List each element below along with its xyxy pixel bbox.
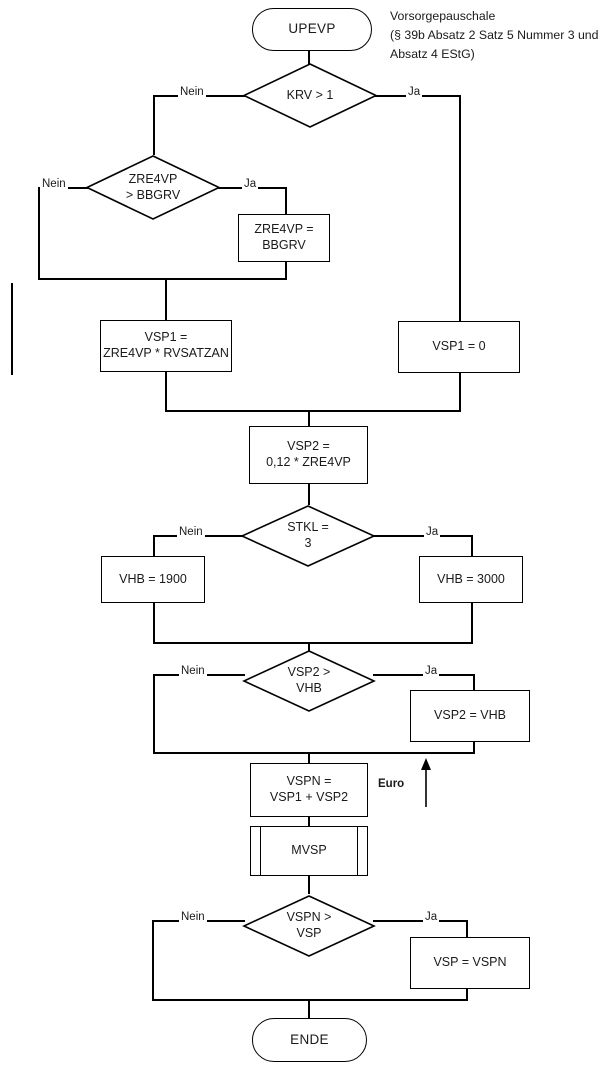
edge-label-stkl-no: Nein xyxy=(177,526,205,539)
node-process-vsp2-assign-label: VSP2 = VHB xyxy=(434,708,506,723)
edge-vhb-1900-down xyxy=(153,603,155,643)
node-decision-zre4vp-gt-bbgrv: ZRE4VP > BBGRV xyxy=(85,155,221,220)
node-process-vsp2-assign: VSP2 = VHB xyxy=(410,690,530,742)
node-process-vhb-3000-label: VHB = 3000 xyxy=(437,571,505,586)
edge-label-stkl-yes: Ja xyxy=(424,526,441,539)
edge-vhb-yes-v xyxy=(473,674,475,692)
node-process-vspn-calc-label: VSPN = VSP1 + VSP2 xyxy=(269,774,349,804)
node-decision-krv: KRV > 1 xyxy=(242,63,378,128)
diamond-shape-vspn-vsp xyxy=(242,895,376,957)
node-decision-vspn-gt-vsp: VSPN > VSP xyxy=(242,895,376,957)
edge-bbgrv-no-v xyxy=(38,187,40,279)
edge-zre4vp-assign-down xyxy=(285,262,287,279)
node-process-vspn-calc: VSPN = VSP1 + VSP2 xyxy=(250,763,368,817)
node-process-vhb-1900: VHB = 1900 xyxy=(101,556,205,603)
edge-merge-to-vspn xyxy=(308,752,310,764)
edge-krv-no-v xyxy=(153,95,155,155)
node-decision-krv-label: KRV > 1 xyxy=(286,87,334,102)
diamond-shape-vsp2-vhb xyxy=(242,650,376,712)
edge-vspn-no-v xyxy=(152,920,154,1000)
node-process-vsp1-calc-label: VSP1 = ZRE4VP * RVSATZAN xyxy=(103,330,229,360)
edge-merge-vsp2cmp-bar xyxy=(153,752,475,754)
node-end-ende-label: ENDE xyxy=(290,1031,329,1047)
node-process-zre4vp-assign: ZRE4VP = BBGRV xyxy=(238,214,330,262)
edge-vspn-to-mvsp xyxy=(308,817,310,826)
edge-merge-vhb-bar xyxy=(153,642,473,644)
edge-vsp2-assign-down xyxy=(473,742,475,754)
node-start-upevp: UPEVP xyxy=(252,8,372,51)
node-process-vsp1-zero-label: VSP1 = 0 xyxy=(432,339,486,354)
edge-vsp1-calc-down xyxy=(165,372,167,411)
edge-stkl-no-v xyxy=(153,535,155,556)
edge-merge-final-bar xyxy=(152,999,468,1001)
edge-label-vspn-no: Nein xyxy=(179,911,207,924)
node-process-vhb-3000: VHB = 3000 xyxy=(419,556,523,603)
left-margin-rule xyxy=(11,283,13,375)
edge-label-bbgrv-no: Nein xyxy=(40,178,68,191)
edge-vsp2-to-stkl xyxy=(308,484,310,505)
edge-merge-to-vsp1 xyxy=(165,278,167,320)
euro-up-arrow-icon xyxy=(419,757,433,807)
edge-krv-yes-v xyxy=(459,95,461,321)
node-process-vsp-assign-label: VSP = VSPN xyxy=(433,955,507,970)
diamond-shape-zre4vp xyxy=(85,155,221,220)
edge-merge-vsp1-bar xyxy=(165,410,461,412)
edge-mvsp-to-vspncmp xyxy=(308,876,310,894)
node-predefined-mvsp-label: MVSP xyxy=(291,843,327,858)
node-process-vsp2-calc: VSP2 = 0,12 * ZRE4VP xyxy=(249,426,368,484)
edge-start-to-krv xyxy=(308,51,310,64)
edge-label-vhb-no: Nein xyxy=(179,665,207,678)
euro-annotation-label: Euro xyxy=(378,778,405,790)
node-decision-stkl: STKL = 3 xyxy=(240,505,376,567)
edge-merge-to-end xyxy=(308,999,310,1018)
node-process-vsp2-calc-label: VSP2 = 0,12 * ZRE4VP xyxy=(266,439,351,469)
node-process-vsp-assign: VSP = VSPN xyxy=(410,937,530,989)
edge-vsp-assign-down xyxy=(466,989,468,1000)
edge-label-vhb-yes: Ja xyxy=(423,665,440,678)
edge-vhb-3000-down xyxy=(471,603,473,643)
edge-label-krv-no: Nein xyxy=(178,86,206,99)
node-process-vsp1-zero: VSP1 = 0 xyxy=(398,321,520,373)
node-start-upevp-label: UPEVP xyxy=(288,21,336,37)
edge-vspn-yes-h xyxy=(373,920,468,922)
edge-merge-bbgrv-bar xyxy=(38,278,287,280)
diamond-shape-krv xyxy=(242,63,378,128)
node-decision-stkl-label: STKL = 3 xyxy=(287,520,329,550)
edge-label-bbgrv-yes: Ja xyxy=(242,178,259,191)
edge-label-vspn-yes: Ja xyxy=(423,911,440,924)
node-decision-zre4vp-label: ZRE4VP > BBGRV xyxy=(125,171,181,202)
edge-stkl-yes-h xyxy=(373,535,472,537)
edge-vhb-no-v xyxy=(153,674,155,753)
node-process-vsp1-calc: VSP1 = ZRE4VP * RVSATZAN xyxy=(100,320,232,372)
node-process-vhb-1900-label: VHB = 1900 xyxy=(119,571,187,586)
node-decision-vsp2-gt-vhb: VSP2 > VHB xyxy=(242,650,376,712)
edge-vspn-yes-v xyxy=(466,920,468,938)
edge-bbgrv-yes-v xyxy=(285,187,287,214)
node-end-ende: ENDE xyxy=(252,1018,367,1062)
edge-merge-to-vsp2 xyxy=(308,410,310,426)
node-predefined-mvsp: MVSP xyxy=(250,826,368,876)
node-decision-vsp2-gt-vhb-label: VSP2 > VHB xyxy=(287,665,331,695)
edge-vsp1-zero-down xyxy=(459,373,461,411)
edge-stkl-yes-v xyxy=(471,535,473,556)
node-decision-vspn-gt-vsp-label: VSPN > VSP xyxy=(286,910,332,940)
node-process-zre4vp-assign-label: ZRE4VP = BBGRV xyxy=(254,222,314,252)
diagram-caption: Vorsorgepauschale (§ 39b Absatz 2 Satz 5… xyxy=(390,9,599,62)
diamond-shape-stkl xyxy=(240,505,376,567)
edge-label-krv-yes: Ja xyxy=(406,86,423,99)
